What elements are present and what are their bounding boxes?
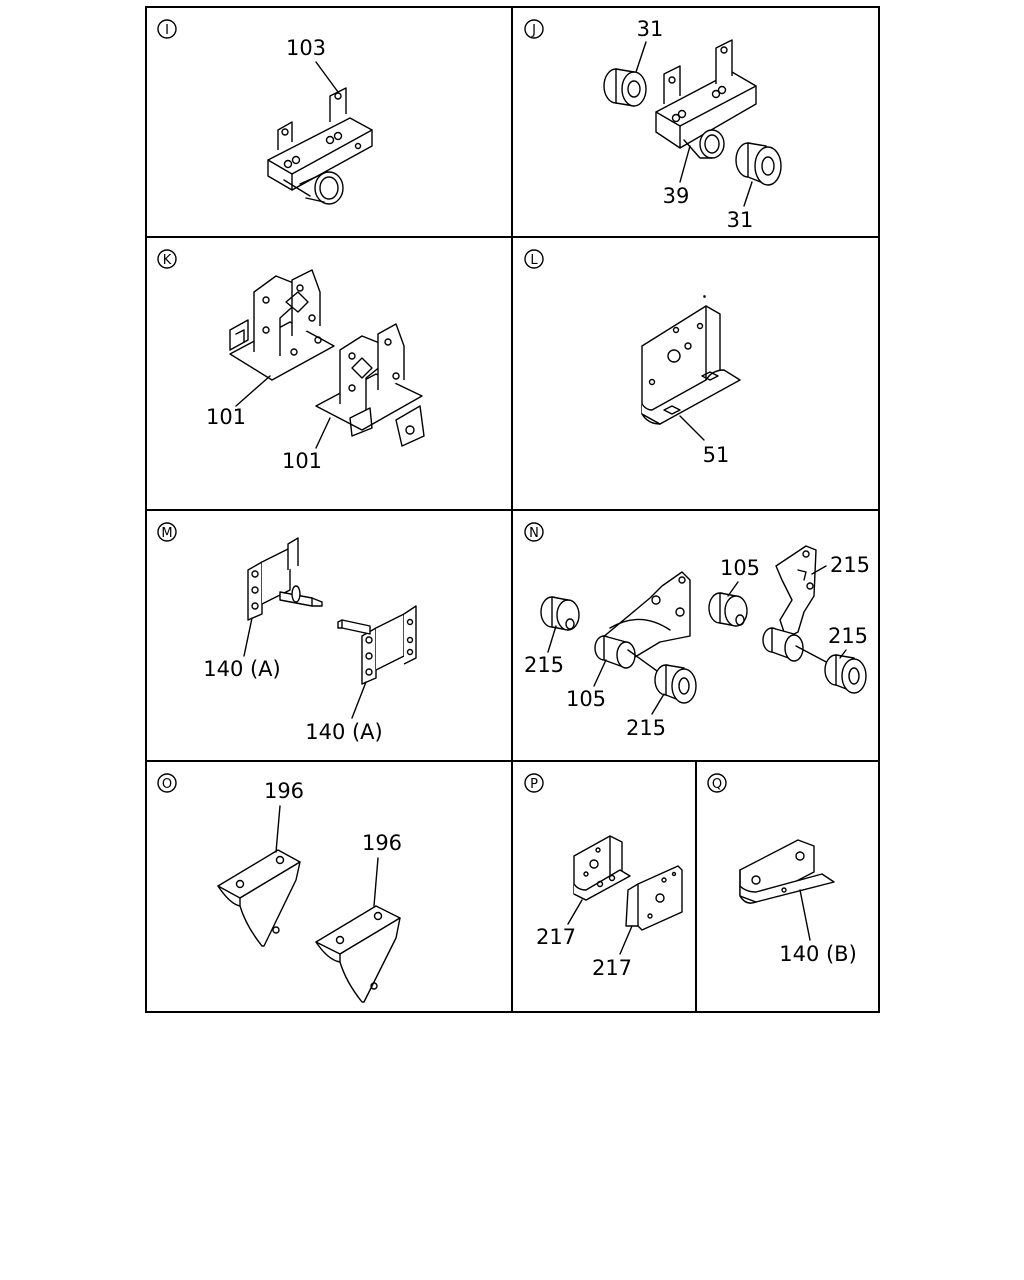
grid-frame [145, 6, 880, 1013]
callout-140a-left: 140 (A) [203, 657, 281, 681]
callout-31-top: 31 [637, 17, 664, 41]
callout-101-upper: 101 [206, 405, 246, 429]
leader-103 [315, 61, 339, 93]
bracket-103 [267, 87, 373, 205]
callout-196-right: 196 [362, 831, 402, 855]
bracket-140b [739, 839, 835, 904]
leader-51 [679, 415, 705, 441]
leader-140a-right [351, 681, 367, 719]
leader-105-right [811, 565, 827, 575]
panel-o: O 196 196 [157, 773, 402, 1003]
bracket-217-left [573, 835, 631, 901]
callout-101-lower: 101 [282, 449, 322, 473]
bracket-196-right [315, 905, 401, 1003]
panel-n: N [524, 522, 870, 740]
panel-j: J 31 [524, 17, 782, 232]
bracket-39 [655, 39, 757, 159]
leader-215-right-a [727, 581, 739, 597]
bracket-140a-right [337, 605, 417, 685]
panel-o-letter: O [162, 777, 172, 792]
callout-140b: 140 (B) [779, 942, 857, 966]
callout-215-right-b: 215 [828, 624, 868, 648]
callout-39: 39 [663, 184, 690, 208]
bushing-31-bottom [735, 142, 782, 186]
bushing-215-right-a [708, 592, 748, 627]
bushing-215-left-a [540, 596, 580, 631]
panel-p-letter: P [530, 777, 538, 792]
callout-105-left: 105 [566, 687, 606, 711]
leader-39 [679, 145, 691, 183]
leader-196-left [275, 805, 281, 853]
bushing-215-left-b [654, 664, 697, 704]
panel-q-letter: Q [712, 777, 722, 792]
callout-31-bottom: 31 [727, 208, 754, 232]
panel-i: I 103 [157, 19, 373, 205]
leader-101-lower [315, 417, 331, 449]
callout-105-right: 215 [830, 553, 870, 577]
bracket-101-upper [229, 269, 335, 381]
panel-l: L 51 [524, 249, 741, 467]
leader-217-right [619, 925, 633, 955]
callout-215-left-b: 215 [626, 716, 666, 740]
bracket-105-left [594, 571, 691, 677]
leader-215-left-a [547, 625, 557, 653]
callout-217-left: 217 [536, 925, 576, 949]
bracket-51 [641, 295, 741, 425]
leader-101-upper [235, 375, 271, 407]
panel-i-letter: I [165, 23, 169, 38]
panel-n-letter: N [529, 526, 539, 541]
callout-215-right-a: 105 [720, 556, 760, 580]
bracket-196-left [217, 849, 301, 947]
callout-140a-right: 140 (A) [305, 720, 383, 744]
bracket-217-right [625, 865, 683, 931]
panel-m: M 140 (A) 140 (A) [157, 522, 417, 744]
bracket-140a-left [247, 537, 323, 621]
bracket-105-right [762, 545, 831, 665]
callout-51: 51 [703, 443, 730, 467]
panel-p: P 217 217 [524, 773, 683, 980]
panel-k: K 101 [157, 249, 425, 473]
bracket-101-lower [315, 323, 425, 447]
leader-140b [799, 889, 811, 941]
panel-j-letter: J [531, 23, 536, 38]
panel-l-letter: L [530, 253, 538, 268]
bushing-215-right-b [824, 654, 867, 694]
leader-215-left-b [651, 693, 665, 715]
leader-217-left [567, 899, 583, 925]
panel-k-letter: K [163, 253, 172, 268]
leader-105-left [593, 659, 607, 687]
panel-m-letter: M [161, 526, 172, 541]
callout-217-right: 217 [592, 956, 632, 980]
leader-196-right [373, 857, 379, 907]
leader-215-right-b [839, 649, 847, 659]
leader-31-top [635, 41, 647, 73]
callout-215-left-a: 215 [524, 653, 564, 677]
leader-140a-left [243, 617, 253, 657]
panel-q: Q 140 (B) [707, 773, 857, 966]
leader-31-bottom [743, 181, 753, 207]
callout-196-left: 196 [264, 779, 304, 803]
bushing-31-top [603, 68, 647, 107]
callout-103: 103 [286, 36, 326, 60]
